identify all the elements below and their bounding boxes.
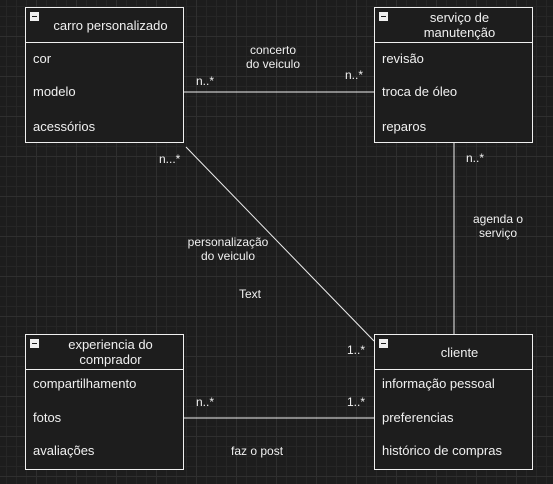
multiplicity-label[interactable]: 1..*	[347, 395, 366, 409]
collapse-icon[interactable]	[379, 339, 388, 348]
class-title: serviço de manutenção	[423, 10, 496, 40]
edge-label-line: do veiculo	[245, 57, 301, 71]
edge-label-line: serviço	[478, 226, 517, 240]
multiplicity-label[interactable]: n..*	[345, 68, 364, 82]
class-cliente[interactable]: cliente informação pessoal preferencias …	[374, 334, 533, 470]
edge-carro-cliente[interactable]	[185, 146, 375, 342]
multiplicity-label[interactable]: n..*	[466, 151, 485, 165]
multiplicity-label[interactable]: n..*	[196, 395, 215, 409]
edge-label-faz-o-post[interactable]: faz o post	[231, 444, 284, 458]
attribute[interactable]: preferencias	[382, 410, 454, 425]
collapse-icon[interactable]	[30, 339, 39, 348]
edge-label-agenda[interactable]: agenda o serviço	[458, 212, 538, 240]
attribute[interactable]: revisão	[382, 51, 424, 66]
attribute[interactable]: informação pessoal	[382, 376, 495, 391]
class-header[interactable]: carro personalizado	[26, 8, 183, 43]
collapse-icon[interactable]	[379, 12, 388, 21]
multiplicity-label[interactable]: 1..*	[347, 343, 366, 357]
multiplicity-label[interactable]: n...*	[159, 152, 181, 166]
attribute[interactable]: modelo	[33, 84, 76, 99]
free-text-label[interactable]: Text	[239, 287, 262, 301]
class-header[interactable]: serviço de manutenção	[375, 8, 532, 43]
class-carro-personalizado[interactable]: carro personalizado cor modelo acessório…	[25, 7, 184, 143]
multiplicity-label[interactable]: n..*	[196, 74, 215, 88]
collapse-icon[interactable]	[30, 12, 39, 21]
attribute[interactable]: compartilhamento	[33, 376, 137, 391]
edge-label-line: personalização	[187, 235, 269, 249]
attribute[interactable]: histórico de compras	[382, 443, 502, 458]
class-experiencia-comprador[interactable]: experiencia do comprador compartilhament…	[25, 334, 184, 470]
edge-label-line: do veiculo	[200, 249, 256, 263]
class-title: experiencia do comprador	[68, 337, 153, 367]
class-header[interactable]: cliente	[375, 335, 532, 370]
edge-label-concerto[interactable]: concerto do veiculo	[228, 43, 318, 71]
attribute[interactable]: avaliações	[33, 443, 95, 458]
attribute[interactable]: cor	[33, 51, 52, 66]
attribute[interactable]: troca de óleo	[382, 84, 458, 99]
attribute[interactable]: fotos	[33, 410, 62, 425]
edge-label-line: concerto	[249, 43, 297, 57]
attribute[interactable]: acessórios	[33, 119, 96, 134]
edge-label-personalizacao[interactable]: personalização do veiculo	[178, 235, 278, 263]
class-title: carro personalizado	[53, 17, 168, 33]
class-header[interactable]: experiencia do comprador	[26, 335, 183, 370]
attribute[interactable]: reparos	[382, 119, 427, 134]
class-title: cliente	[440, 344, 479, 360]
edge-label-line: agenda o	[472, 212, 524, 226]
class-servico-manutencao[interactable]: serviço de manutenção revisão troca de ó…	[374, 7, 533, 143]
